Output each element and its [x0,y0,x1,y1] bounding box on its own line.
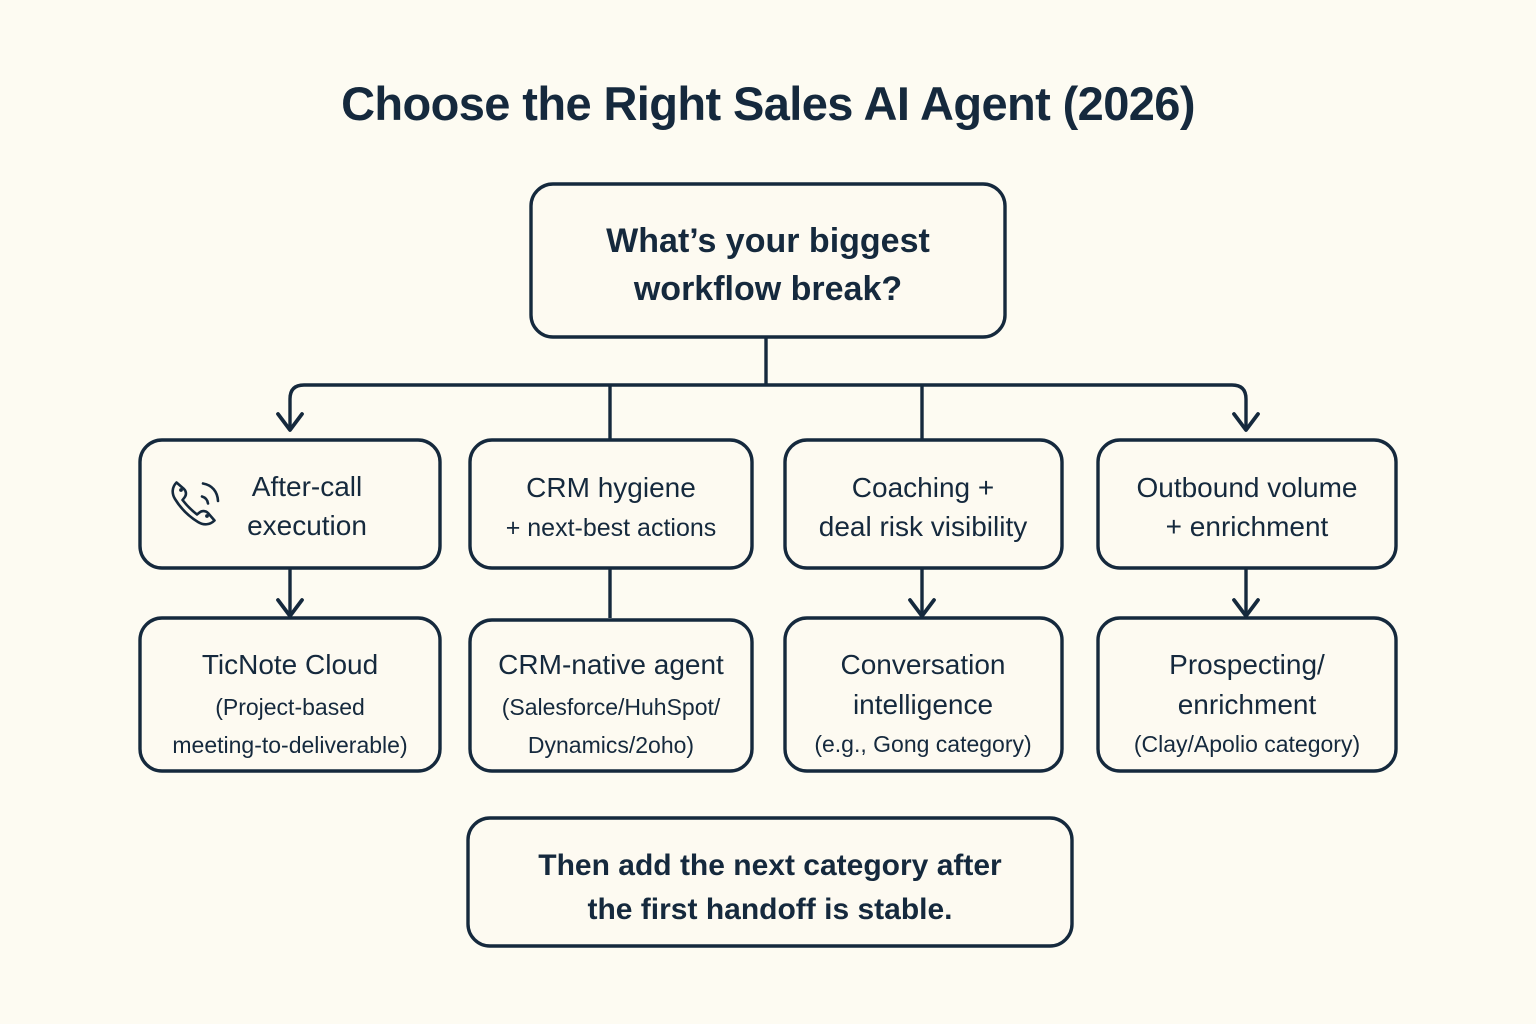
outcome-prospecting-line2: enrichment [1178,689,1317,720]
branch-after-call-line1: After-call [252,471,362,502]
outcome-conversation-line1: Conversation [841,649,1006,680]
node-root-question[interactable]: What’s your biggest workflow break? [529,182,1007,339]
branch-outbound-box[interactable] [1096,438,1398,570]
page-title-tspan: Choose the Right Sales AI Agent (2026) [341,77,1195,130]
arrowhead-branch-1 [276,412,304,432]
page-title: Choose the Right Sales AI Agent (2026) [341,77,1195,130]
outcome-crm-native-line2: (Salesforce/HuhSpot/ [502,694,721,720]
node-outcome-prospecting[interactable]: Prospecting/ enrichment (Clay/Apolio cat… [1096,616,1398,773]
arrowhead-outcome-3 [908,598,936,618]
branch-outbound-line2: + enrichment [1166,511,1329,542]
node-outcome-conversation-intelligence[interactable]: Conversation intelligence (e.g., Gong ca… [783,616,1064,773]
outcome-prospecting-line3: (Clay/Apolio category) [1134,731,1360,757]
phone-dot-bottom [205,514,209,518]
outcome-prospecting-box[interactable] [1096,616,1398,773]
node-branch-coaching[interactable]: Coaching + deal risk visibility [783,438,1064,570]
phone-call-icon [171,481,220,526]
branch-crm-hygiene-line1: CRM hygiene [526,472,696,503]
arrowhead-branch-4 [1232,412,1260,432]
branch-coaching-line1: Coaching + [852,472,994,503]
footer-note-line1: Then add the next category after [538,849,1002,882]
arrowhead-outcome-4 [1232,598,1260,618]
outcome-conversation-line3: (e.g., Gong category) [814,731,1031,757]
phone-dot-top [179,488,183,492]
connector-branch-bus [288,383,1248,428]
node-branch-outbound[interactable]: Outbound volume + enrichment [1096,438,1398,570]
node-outcome-crm-native[interactable]: CRM-native agent (Salesforce/HuhSpot/ Dy… [468,618,754,773]
outcome-conversation-line2: intelligence [853,689,993,720]
phone-signal-arc-outer [201,482,220,503]
root-question-line2: workflow break? [633,270,902,308]
branch-coaching-line2: deal risk visibility [819,511,1028,542]
outcome-ticnote-line3: meeting-to-deliverable) [172,732,407,758]
footer-note-box[interactable] [466,816,1074,948]
root-question-box[interactable] [529,182,1007,339]
outcome-ticnote-box[interactable] [138,616,442,773]
node-branch-after-call[interactable]: After-call execution [138,438,442,570]
branch-crm-hygiene-box[interactable] [468,438,754,570]
branch-after-call-box[interactable] [138,438,442,570]
branch-outbound-line1: Outbound volume [1136,472,1357,503]
node-footer-note[interactable]: Then add the next category after the fir… [466,816,1074,948]
phone-handset-shape [171,481,216,526]
outcome-ticnote-line1: TicNote Cloud [202,649,378,680]
branch-after-call-line2: execution [247,510,367,541]
arrowhead-outcome-1 [276,598,304,618]
outcome-crm-native-box[interactable] [468,618,754,773]
node-branch-crm-hygiene[interactable]: CRM hygiene + next-best actions [468,438,754,570]
outcome-prospecting-line1: Prospecting/ [1169,649,1325,680]
branch-crm-hygiene-line2: + next-best actions [506,514,717,542]
branch-coaching-box[interactable] [783,438,1064,570]
outcome-crm-native-line1: CRM-native agent [498,649,724,680]
phone-signal-arc-inner [200,495,210,505]
outcome-ticnote-line2: (Project-based [215,694,365,720]
node-outcome-ticnote[interactable]: TicNote Cloud (Project-based meeting-to-… [138,616,442,773]
outcome-conversation-intelligence-box[interactable] [783,616,1064,773]
outcome-crm-native-line3: Dynamics/2oho) [528,732,694,758]
root-question-line1: What’s your biggest [606,222,930,260]
footer-note-line2: the first handoff is stable. [587,893,952,926]
